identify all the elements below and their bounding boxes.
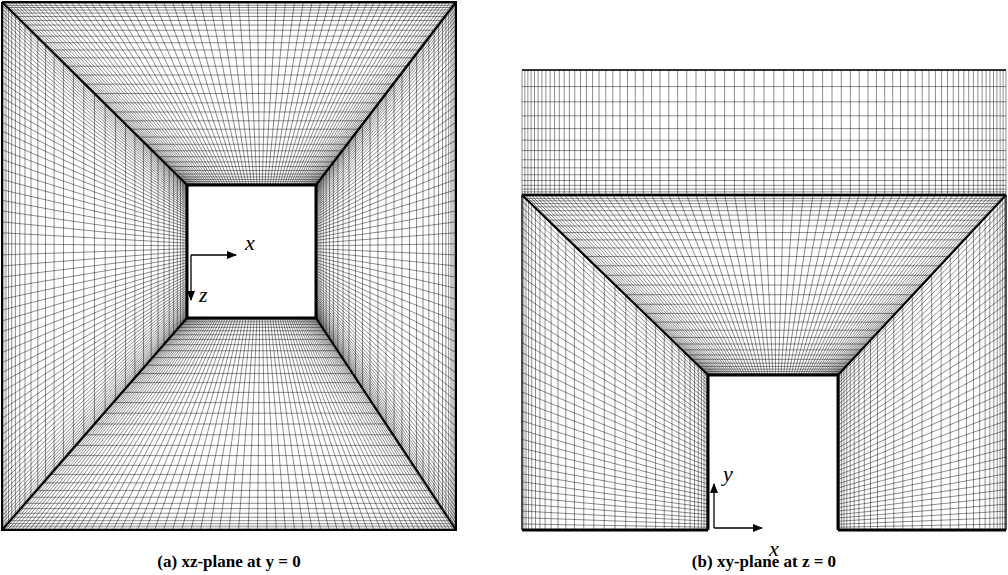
mesh-block [2, 2, 187, 530]
mesh-boundary [2, 2, 187, 185]
mesh-block [2, 2, 456, 185]
mesh-block [522, 195, 1006, 375]
mesh-lines [2, 2, 1006, 530]
mesh-block [2, 318, 456, 530]
mesh-block [838, 195, 1006, 530]
mesh-boundary [522, 529, 708, 532]
axis-arrow [190, 255, 191, 300]
mesh-block [522, 195, 708, 530]
mesh-boundary [2, 2, 456, 530]
mesh-boundary [522, 69, 1006, 71]
mesh-boundary [521, 195, 522, 530]
axis-label: y [722, 463, 734, 485]
mesh-boundary [316, 2, 456, 185]
mesh-boundary [522, 194, 1006, 196]
panel-caption: (a) xz-plane at y = 0 [157, 553, 300, 570]
mesh-block [316, 2, 456, 530]
axis-arrow [714, 527, 762, 528]
axis-arrow [191, 254, 236, 255]
mesh-boundary [1005, 195, 1006, 530]
mesh-boundary [2, 318, 187, 530]
axis-arrow [713, 484, 714, 528]
mesh-boundary [838, 529, 1006, 532]
axis-label: z [198, 284, 209, 306]
mesh-boundary [316, 318, 456, 530]
panel-caption: (b) xy-plane at z = 0 [692, 553, 836, 570]
mesh-boundary [187, 185, 316, 318]
axis-label: x [244, 232, 256, 254]
mesh-boundary [838, 195, 1006, 375]
mesh-block [522, 70, 1006, 195]
mesh-boundary [708, 375, 838, 530]
mesh-boundary [522, 195, 708, 375]
